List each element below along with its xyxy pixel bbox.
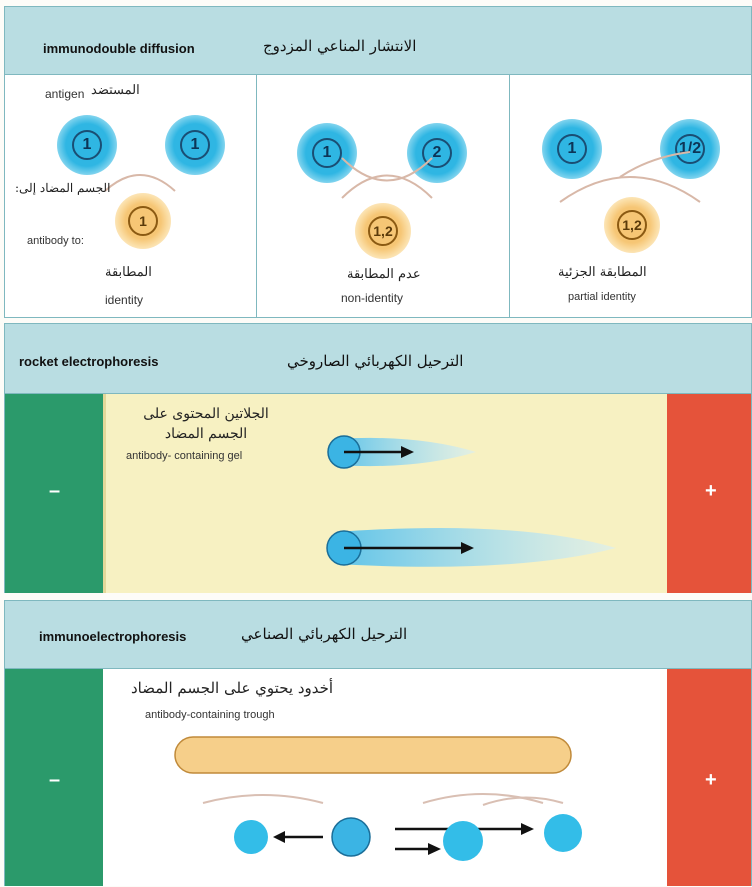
antigen-well: 1 [57, 115, 117, 175]
minus-sign: – [49, 769, 61, 791]
antigen-label-ar: المستضد [91, 83, 140, 98]
antibody-trough [174, 736, 572, 774]
panel-header: immunodouble diffusion الانتشار المناعي … [5, 7, 751, 75]
migrated-antigen [443, 821, 483, 861]
gel-label-ar: الجلاتين المحتوى على الجسم المضاد [143, 406, 269, 442]
non-identity-cell: 1 2 1,2 عدم المطابقة non-identity [257, 75, 510, 318]
antibody-well: 1,2 [604, 197, 660, 253]
antigen-well: 2 [407, 123, 467, 183]
migrated-antigen [234, 820, 268, 854]
panel-title-ar: الترحيل الكهربائي الصناعي [241, 625, 408, 643]
precipitin-arc [422, 793, 544, 804]
antibody-label-ar: الجسم المضاد إلى: [15, 181, 111, 195]
arrow-head [273, 831, 285, 843]
trough-label-en: antibody-containing trough [145, 709, 275, 721]
antigen-well: 1/2 [660, 119, 720, 179]
precipitin-arc [482, 796, 564, 806]
partial-identity-label-en: partial identity [568, 291, 636, 303]
identity-label-ar: المطابقة [105, 265, 152, 280]
immunodouble-diffusion-panel: immunodouble diffusion الانتشار المناعي … [4, 6, 752, 318]
panel-title-en: immunodouble diffusion [43, 41, 195, 56]
immunoelectrophoresis-drawing [174, 736, 582, 861]
antigen-well: 1 [542, 119, 602, 179]
plus-sign: + [705, 480, 717, 502]
immunoelectrophoresis-panel: immunoelectrophoresis الترحيل الكهربائي … [4, 600, 752, 886]
arrow-head [521, 823, 534, 835]
panel-title-en: rocket electrophoresis [19, 354, 159, 369]
trough-label-ar: أخدود يحتوي على الجسم المضاد [131, 679, 334, 697]
immunoelectrophoresis-gel: أخدود يحتوي على الجسم المضاد antibody-co… [103, 669, 667, 886]
arrow-head [461, 542, 474, 554]
plus-sign: + [705, 769, 717, 791]
negative-electrode: – [5, 394, 103, 593]
rocket-long [336, 527, 616, 567]
identity-cell: antigen المستضد 1 1 1 الجسم المضاد إلى: … [5, 75, 257, 318]
rocket-electrophoresis-panel: rocket electrophoresis الترحيل الكهربائي… [4, 323, 752, 593]
sample-well [331, 817, 371, 857]
panel-header: immunoelectrophoresis الترحيل الكهربائي … [5, 601, 751, 669]
migrated-antigen [544, 814, 582, 852]
positive-electrode: + [667, 394, 751, 593]
precipitin-spur [559, 151, 701, 203]
antigen-label-en: antigen [45, 87, 85, 101]
antigen-well: 1 [297, 123, 357, 183]
precipitin-arc [202, 794, 324, 804]
antigen-well: 1 [165, 115, 225, 175]
minus-sign: – [49, 480, 61, 502]
antibody-gel: الجلاتين المحتوى على الجسم المضاد antibo… [103, 394, 667, 593]
antibody-label-en: antibody to: [27, 235, 84, 247]
panel-title-ar: الترحيل الكهربائي الصاروخي [287, 352, 464, 370]
identity-label-en: identity [105, 293, 144, 307]
panel-header: rocket electrophoresis الترحيل الكهربائي… [5, 324, 751, 394]
non-identity-label-ar: عدم المطابقة [347, 267, 421, 282]
antibody-well: 1,2 [355, 203, 411, 259]
arrow-head [428, 843, 441, 855]
antibody-well: 1 [115, 193, 171, 249]
positive-electrode: + [667, 669, 751, 886]
rocket-precipitates [326, 435, 616, 567]
panel-title-en: immunoelectrophoresis [39, 629, 187, 644]
partial-identity-label-ar: المطابقة الجزئية [558, 265, 647, 280]
panel-title-ar: الانتشار المناعي المزدوج [263, 37, 417, 55]
arrow-head [401, 446, 414, 458]
precipitin-lines [341, 157, 433, 199]
non-identity-label-en: non-identity [341, 291, 404, 305]
precipitin-arc [104, 174, 176, 192]
partial-identity-cell: 1 1/2 1,2 المطابقة الجزئية partial ident… [510, 75, 752, 318]
negative-electrode: – [5, 669, 103, 886]
gel-label-en: antibody- containing gel [126, 450, 243, 462]
